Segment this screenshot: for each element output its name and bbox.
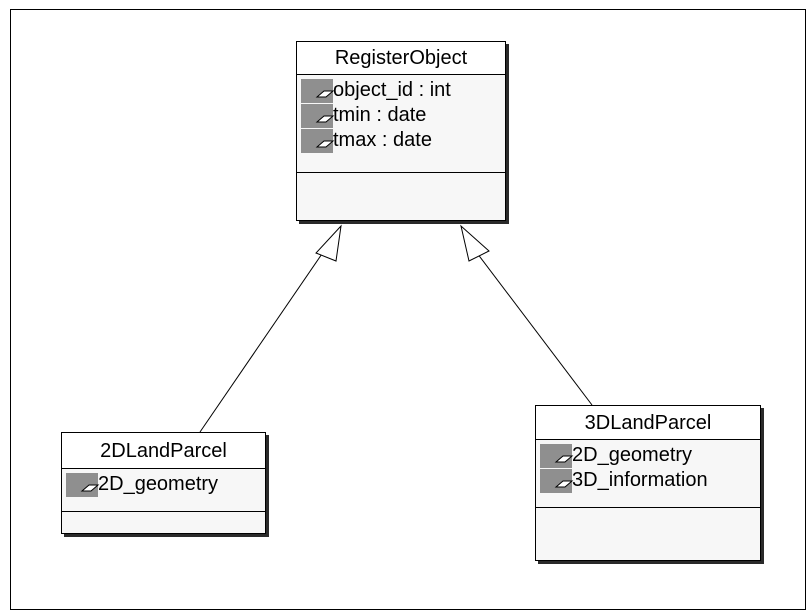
attribute-label: 3D_information	[572, 469, 708, 491]
attribute-item[interactable]: 2D_geometry	[66, 472, 265, 497]
class-register-object[interactable]: RegisterObject object_id : int tmin : da…	[296, 41, 506, 221]
generalization-arrow-3d	[460, 224, 490, 262]
attribute-label: object_id : int	[333, 79, 451, 101]
attribute-item[interactable]: 3D_information	[540, 468, 760, 493]
attribute-item[interactable]: tmax : date	[301, 128, 505, 153]
generalization-arrow-2d	[315, 224, 342, 262]
class-name: 3DLandParcel	[536, 406, 760, 440]
attribute-icon	[540, 468, 574, 493]
attributes-compartment: object_id : int tmin : date tmax : date	[297, 75, 505, 173]
attributes-compartment: 2D_geometry	[62, 469, 265, 512]
generalization-line-2d[interactable]	[199, 247, 327, 433]
class-name: 2DLandParcel	[62, 433, 265, 469]
attribute-item[interactable]: 2D_geometry	[540, 443, 760, 468]
attribute-label: tmax : date	[333, 129, 432, 151]
attribute-item[interactable]: tmin : date	[301, 103, 505, 128]
class-name: RegisterObject	[297, 42, 505, 75]
attribute-label: 2D_geometry	[572, 444, 693, 466]
attribute-icon	[301, 103, 335, 128]
attribute-item[interactable]: object_id : int	[301, 78, 505, 103]
class-2d-land-parcel[interactable]: 2DLandParcel 2D_geometry	[61, 432, 266, 534]
attribute-icon	[540, 443, 574, 468]
attribute-icon	[301, 128, 335, 153]
attribute-icon	[301, 78, 335, 103]
attribute-label: 2D_geometry	[98, 473, 219, 495]
attribute-label: tmin : date	[333, 104, 427, 126]
attributes-compartment: 2D_geometry 3D_information	[536, 440, 760, 508]
class-3d-land-parcel[interactable]: 3DLandParcel 2D_geometry 3D_information	[535, 405, 761, 561]
generalization-line-3d[interactable]	[476, 252, 593, 406]
attribute-icon	[66, 472, 100, 497]
